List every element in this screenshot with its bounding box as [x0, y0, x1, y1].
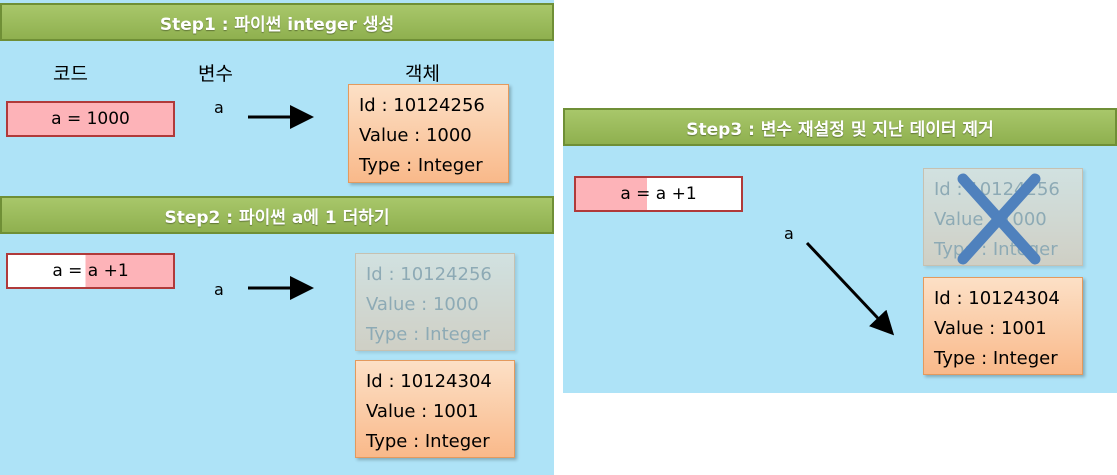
object-id: Id : 10124304	[934, 288, 1060, 309]
step3-new-object-box: Id : 10124304 Value : 1001 Type : Intege…	[923, 277, 1083, 375]
step3-variable: a	[784, 224, 794, 243]
delete-cross-icon	[957, 173, 1041, 265]
object-id: Id : 10124304	[366, 371, 492, 392]
step2-code-box: a = a +1	[6, 253, 175, 289]
step2-reference-arrow	[248, 276, 314, 300]
step1-code-box: a = 1000	[6, 101, 175, 137]
step1-variable: a	[214, 98, 224, 117]
code-header: 코드	[53, 63, 88, 85]
step3-title: Step3 : 변수 재설정 및 지난 데이터 제거	[563, 108, 1117, 146]
object-value: Value : 1000	[359, 125, 472, 146]
step2-new-object-box: Id : 10124304 Value : 1001 Type : Intege…	[355, 360, 515, 458]
object-value: Value : 1000	[366, 294, 479, 315]
object-type: Type : Integer	[366, 431, 490, 452]
step2-old-object-box: Id : 10124256 Value : 1000 Type : Intege…	[355, 253, 515, 351]
object-value: Value : 1000	[934, 209, 1047, 230]
step1-title: Step1 : 파이썬 integer 생성	[0, 3, 554, 41]
object-value: Value : 1001	[366, 401, 479, 422]
variable-header: 변수	[198, 63, 233, 85]
step1-reference-arrow	[248, 105, 314, 129]
step1-object-box: Id : 10124256 Value : 1000 Type : Intege…	[348, 84, 509, 183]
object-type: Type : Integer	[366, 324, 490, 345]
object-value: Value : 1001	[934, 318, 1047, 339]
step2-variable: a	[214, 280, 224, 299]
object-type: Type : Integer	[934, 348, 1058, 369]
object-id: Id : 10124256	[359, 95, 485, 116]
step2-title: Step2 : 파이썬 a에 1 더하기	[0, 196, 554, 234]
step3-code-box: a = a +1	[574, 176, 743, 212]
object-type: Type : Integer	[359, 155, 483, 176]
object-id: Id : 10124256	[366, 264, 492, 285]
step3-reference-arrow	[805, 241, 895, 336]
object-header: 객체	[405, 63, 440, 85]
